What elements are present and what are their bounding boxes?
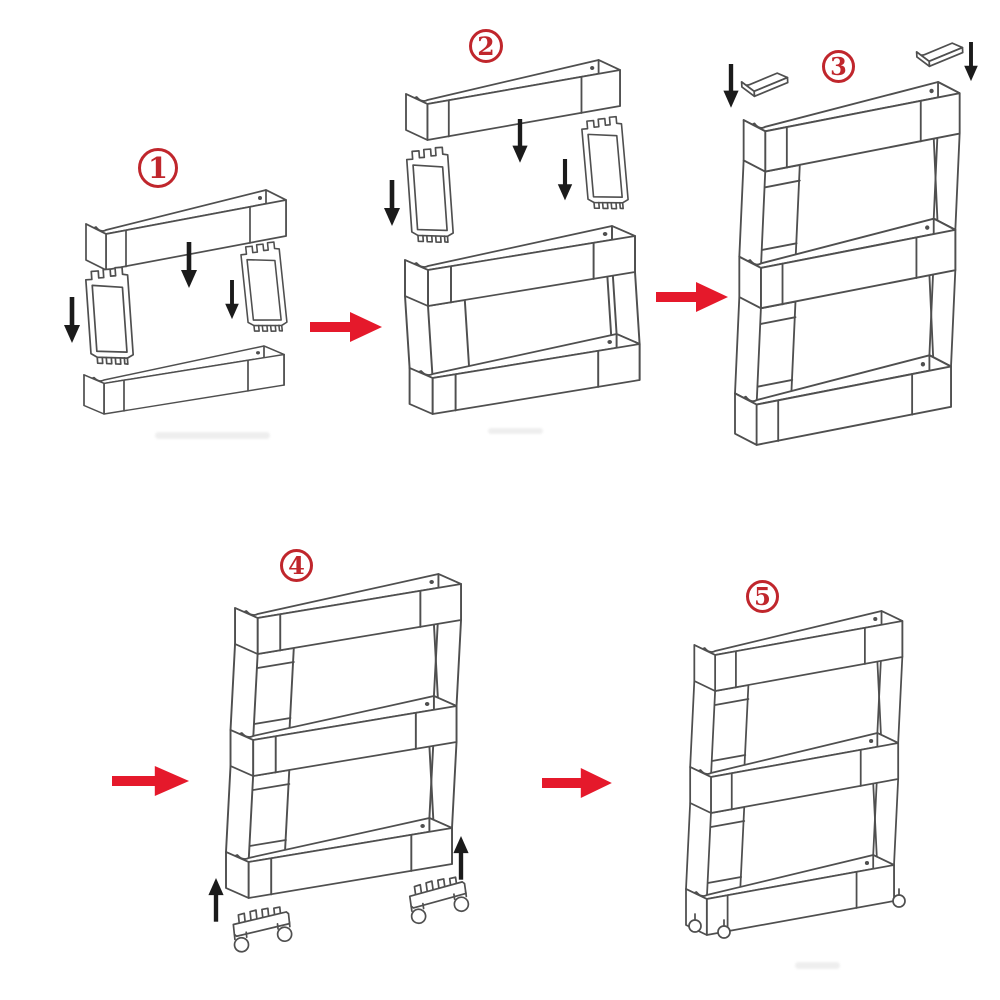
next-step-arrow-icon bbox=[310, 312, 382, 342]
corner-cap bbox=[915, 41, 965, 68]
step-1-group bbox=[64, 189, 289, 415]
down-arrow-icon bbox=[962, 40, 980, 84]
caster-assembly bbox=[230, 905, 294, 954]
step-1-badge: 1 bbox=[138, 148, 178, 188]
side-connector-panel bbox=[405, 146, 455, 246]
single-tier-frame bbox=[405, 226, 640, 414]
caster-assembly bbox=[406, 875, 471, 926]
print-artifact bbox=[795, 962, 840, 969]
step-4-badge: 4 bbox=[280, 549, 313, 582]
step-2-number: 2 bbox=[477, 31, 495, 61]
caster-wheel bbox=[688, 888, 906, 939]
step-3-group bbox=[723, 40, 980, 445]
step-4-group bbox=[208, 574, 471, 954]
step-5-badge: 5 bbox=[746, 580, 779, 613]
print-artifact bbox=[155, 432, 270, 439]
down-arrow-icon bbox=[64, 297, 80, 343]
up-arrow-icon bbox=[208, 878, 223, 922]
down-arrow-icon bbox=[223, 278, 241, 322]
step-5-number: 5 bbox=[754, 582, 771, 611]
three-tier-frame bbox=[686, 611, 902, 935]
side-connector-panel bbox=[84, 266, 135, 368]
down-arrow-icon bbox=[384, 180, 400, 226]
side-connector-panel bbox=[239, 240, 289, 336]
step-4-number: 4 bbox=[288, 551, 305, 580]
three-tier-frame bbox=[226, 574, 461, 898]
three-tier-frame bbox=[735, 82, 960, 445]
down-arrow-icon bbox=[558, 159, 572, 200]
side-connector-panel bbox=[580, 115, 630, 213]
next-step-arrow-icon bbox=[656, 282, 728, 312]
next-step-arrow-icon bbox=[542, 768, 612, 798]
down-arrow-icon bbox=[512, 119, 527, 163]
print-artifact bbox=[488, 428, 543, 434]
step-3-number: 3 bbox=[830, 52, 847, 81]
step-1-number: 1 bbox=[147, 151, 169, 185]
next-step-arrow-icon bbox=[112, 766, 190, 796]
step-2-group bbox=[384, 59, 640, 414]
up-arrow-icon bbox=[453, 836, 468, 880]
down-arrow-icon bbox=[723, 64, 738, 108]
corner-cap bbox=[740, 71, 790, 98]
step-5-group bbox=[686, 611, 906, 939]
step-2-badge: 2 bbox=[469, 29, 503, 63]
step-3-badge: 3 bbox=[822, 50, 855, 83]
